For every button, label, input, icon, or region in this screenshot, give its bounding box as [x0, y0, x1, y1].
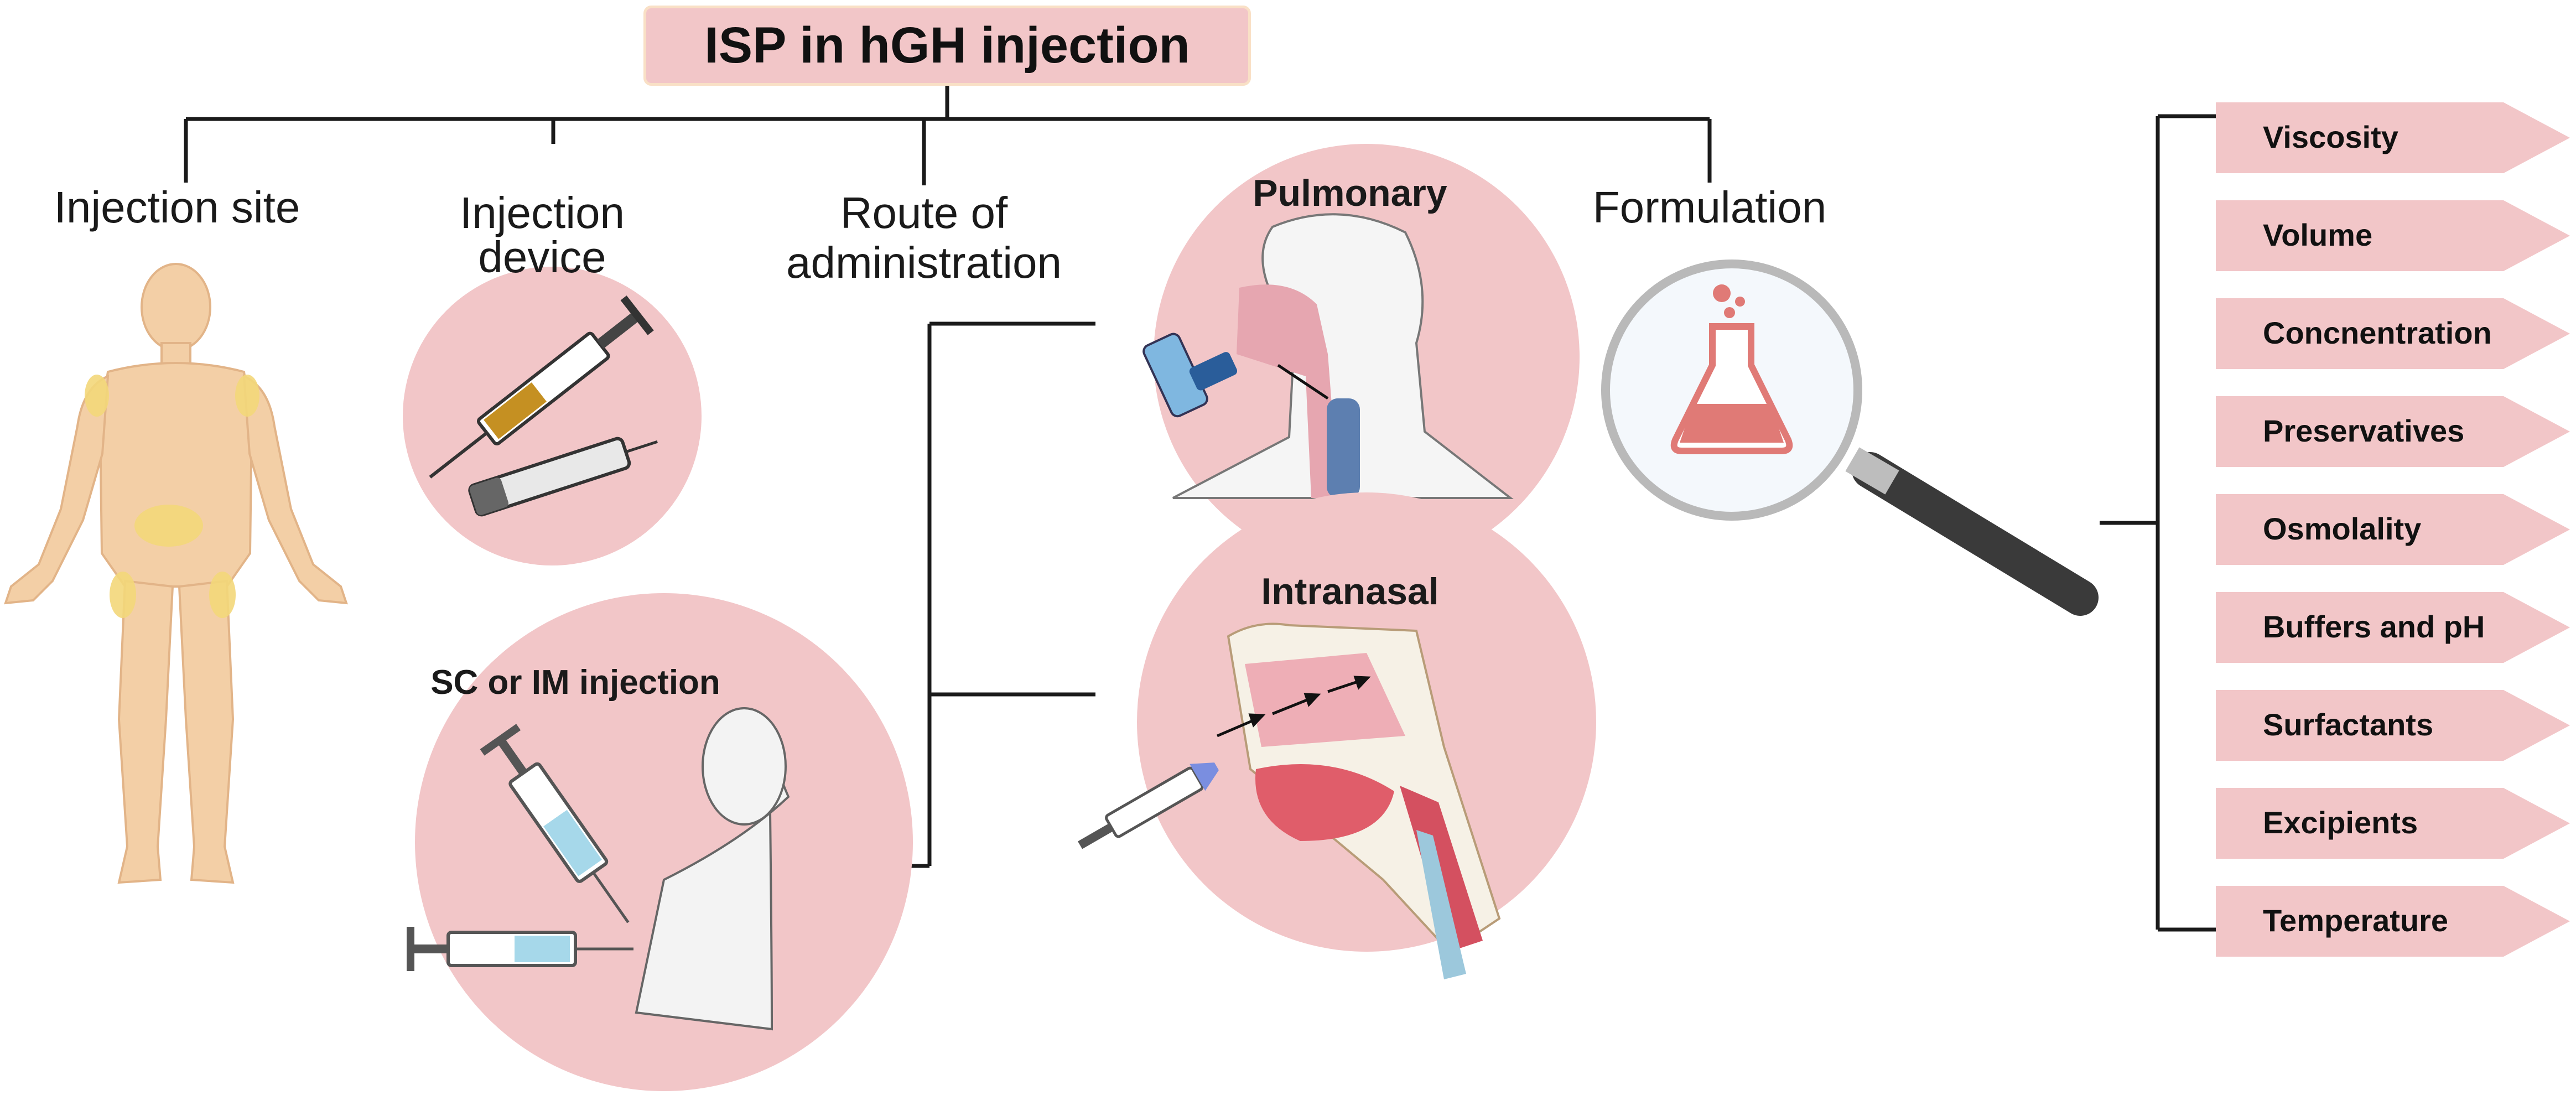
factor-tag-label: Volume [2263, 217, 2373, 252]
head-profile [1172, 213, 1514, 499]
injection-site-markers [85, 375, 259, 618]
inhaler-icon [1142, 333, 1238, 418]
factor-tag-label: Surfactants [2263, 707, 2434, 742]
factor-tag [2216, 200, 2570, 271]
route-label-line1: Route of [840, 188, 1008, 237]
formulation-bracket [2100, 114, 2219, 932]
shoulder-figure [635, 707, 790, 1031]
arrow-icon [1217, 676, 1371, 738]
factor-tag [2216, 592, 2570, 663]
page-title: ISP in hGH injection [643, 6, 1251, 86]
route-label-line2: administration [786, 238, 1062, 287]
factor-tag [2216, 396, 2570, 467]
airway [1237, 284, 1360, 498]
formulation-factor-tags [2216, 102, 2570, 957]
title-connectors [184, 86, 1712, 185]
factor-tag-label: Excipients [2263, 805, 2418, 840]
formulation-label: Formulation [1592, 183, 1827, 232]
human-body-icon [4, 263, 348, 884]
injection-device-label-line2: device [478, 232, 606, 282]
injection-device-circle [403, 267, 702, 565]
syringe-icon [429, 295, 654, 479]
nasal-spray-icon [1078, 762, 1219, 849]
factor-tag-label: Buffers and pH [2263, 609, 2485, 644]
flask-icon [1670, 284, 1793, 454]
syringe-icon [407, 927, 633, 971]
factor-tag [2216, 102, 2570, 173]
injection-site-label: Injection site [54, 183, 300, 232]
syringe-icon [480, 724, 630, 923]
injection-device-label-line1: Injection [460, 188, 625, 237]
arrow-icon [1277, 364, 1329, 400]
pulmonary-label: Pulmonary [1253, 172, 1447, 214]
factor-tag-label: Temperature [2263, 903, 2449, 938]
factor-tag [2216, 690, 2570, 761]
factor-tag [2216, 298, 2570, 369]
factor-tag [2216, 788, 2570, 859]
factor-tag-label: Preservatives [2263, 413, 2465, 448]
sc-im-label: SC or IM injection [430, 663, 720, 702]
factor-tag-label: Concnentration [2263, 315, 2492, 350]
factor-tag [2216, 494, 2570, 565]
factor-tag-label: Osmolality [2263, 511, 2422, 546]
injection-pen-icon [468, 437, 658, 517]
intranasal-label: Intranasal [1261, 570, 1439, 613]
factor-tag-label: Viscosity [2263, 120, 2398, 154]
factor-tag [2216, 886, 2570, 957]
